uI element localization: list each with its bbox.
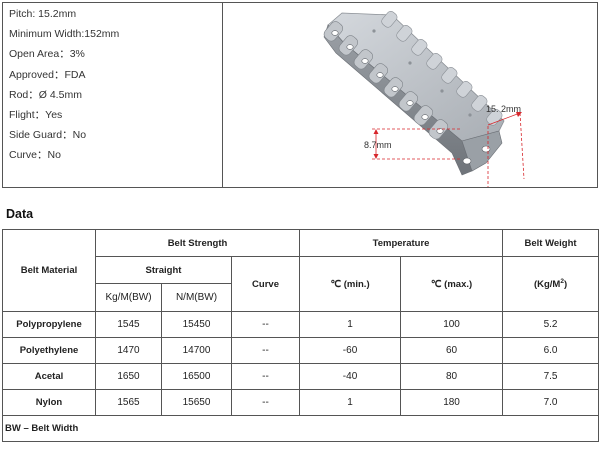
cell-kgm: 1650 — [95, 363, 162, 390]
table-row: Acetal 1650 16500 -- -40 80 7.5 — [2, 363, 600, 390]
col-header-belt-material: Belt Material — [2, 229, 96, 312]
cell-nm: 14700 — [161, 337, 232, 364]
cell-curve: -- — [230, 337, 301, 364]
spec-list: Pitch: 15.2mm Minimum Width:152mm Open A… — [3, 3, 223, 187]
weight-unit-superscript: 2 — [560, 277, 564, 285]
pitch-dimension — [487, 112, 525, 187]
weight-unit-close: ) — [563, 279, 568, 291]
belt-module-illustration: 8.7mm 15. 2mm — [323, 10, 525, 187]
cell-kgm: 1565 — [95, 389, 162, 416]
module-body — [323, 10, 505, 176]
belt-width-footnote: BW – Belt Width — [1, 415, 600, 442]
cell-curve: -- — [230, 389, 301, 416]
col-header-belt-strength: Belt Strength — [94, 229, 301, 257]
table-row: Nylon 1565 15650 -- 1 180 7.0 — [2, 389, 600, 416]
spec-flight: Flight：Yes — [9, 108, 63, 121]
data-section-title: Data — [6, 207, 34, 221]
cell-nm: 15450 — [161, 311, 232, 338]
cell-temp-max: 80 — [400, 363, 504, 390]
cell-nm: 16500 — [161, 363, 232, 390]
col-header-straight: Straight — [95, 256, 232, 284]
col-header-nm: N/M(BW) — [161, 283, 232, 312]
table-header-row: Belt Material Belt Strength Temperature … — [2, 229, 600, 312]
cell-material: Polypropylene — [2, 311, 96, 338]
spec-open-area: Open Area：3% — [9, 48, 85, 61]
spec-min-width: Minimum Width:152mm — [9, 28, 120, 41]
cell-temp-max: 100 — [400, 311, 504, 338]
belt-module-figure: 8.7mm 15. 2mm — [224, 3, 597, 187]
weight-unit-text: (Kg/M — [533, 279, 561, 291]
col-header-kgm: Kg/M(BW) — [95, 283, 162, 312]
col-header-temp-max: ℃ (max.) — [400, 256, 504, 312]
cell-weight: 5.2 — [502, 311, 600, 338]
cell-temp-min: -40 — [299, 363, 402, 390]
cell-material: Polyethylene — [2, 337, 96, 364]
cell-kgm: 1470 — [95, 337, 162, 364]
cell-curve: -- — [230, 311, 301, 338]
cell-weight: 6.0 — [502, 337, 600, 364]
spec-curve: Curve：No — [9, 149, 61, 162]
cell-material: Nylon — [2, 389, 96, 416]
pitch-dimension-label: 15. 2mm — [486, 104, 521, 114]
col-header-weight-unit: (Kg/M2) — [502, 256, 600, 312]
cell-temp-max: 180 — [400, 389, 504, 416]
height-dimension-label: 8.7mm — [364, 140, 392, 150]
col-header-belt-weight: Belt Weight — [502, 229, 600, 257]
spec-pitch: Pitch: 15.2mm — [9, 8, 77, 20]
cell-nm: 15650 — [161, 389, 232, 416]
height-dimension — [372, 128, 462, 160]
spec-panel: Pitch: 15.2mm Minimum Width:152mm Open A… — [2, 2, 598, 188]
table-row: Polyethylene 1470 14700 -- -60 60 6.0 — [2, 337, 600, 364]
cell-temp-min: -60 — [299, 337, 402, 364]
spec-approved: Approved：FDA — [9, 68, 86, 81]
cell-weight: 7.0 — [502, 389, 600, 416]
table-row: Polypropylene 1545 15450 -- 1 100 5.2 — [2, 311, 600, 338]
belt-data-table: Belt Material Belt Strength Temperature … — [1, 229, 600, 442]
cell-temp-min: 1 — [299, 389, 402, 416]
spec-side-guard: Side Guard：No — [9, 129, 87, 142]
cell-kgm: 1545 — [95, 311, 162, 338]
table-footnote-row: BW – Belt Width — [1, 415, 600, 442]
cell-material: Acetal — [2, 363, 96, 390]
cell-temp-min: 1 — [299, 311, 402, 338]
col-header-temp-min: ℃ (min.) — [299, 256, 402, 312]
col-header-temperature: Temperature — [299, 229, 504, 257]
col-header-curve: Curve — [230, 256, 301, 312]
cell-temp-max: 60 — [400, 337, 504, 364]
spec-rod: Rod：Ø 4.5mm — [9, 88, 82, 101]
cell-curve: -- — [230, 363, 301, 390]
cell-weight: 7.5 — [502, 363, 600, 390]
